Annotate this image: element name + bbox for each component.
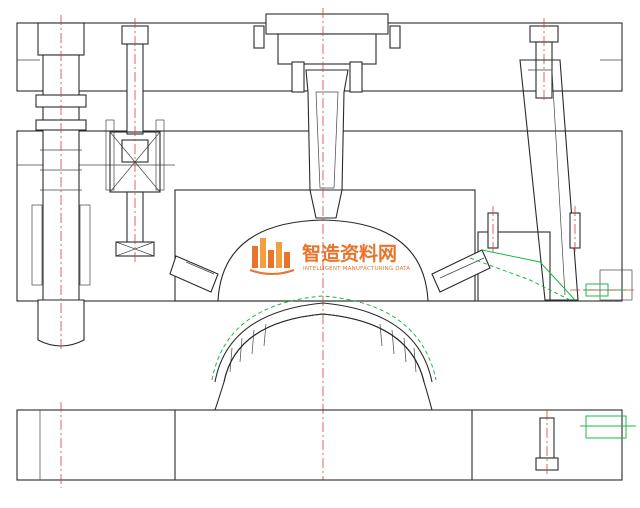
watermark: 智造资料网 INTELLIGENT MANUFACTURING DATA [249,238,410,275]
watermark-brand-cn: 智造资料网 [302,242,397,265]
left-spring-assembly [105,18,165,262]
bar-chart-logo-icon [249,238,295,275]
right-construction-lines [570,269,636,301]
right-slider-assembly [477,18,581,302]
core-plate [16,313,623,488]
bottom-right-screw [535,410,636,476]
left-guide-pillar [31,15,91,350]
watermark-brand-en: INTELLIGENT MANUFACTURING DATA [303,266,410,272]
left-angled-core [169,255,219,293]
right-angled-core [431,249,576,301]
sprue-bushing [253,8,401,480]
molded-dome-part [211,295,437,383]
